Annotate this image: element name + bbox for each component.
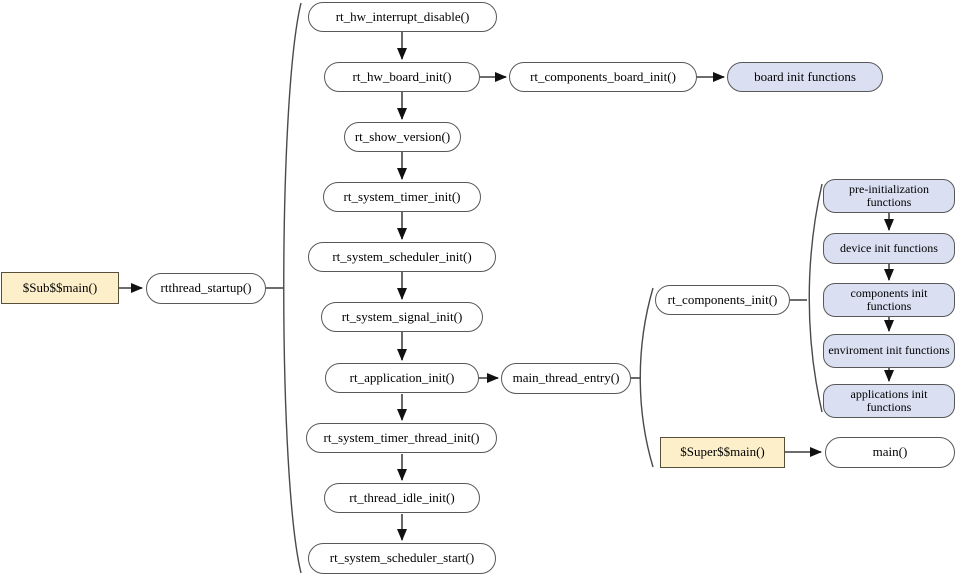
node-rt-show-version-label: rt_show_version(): [354, 128, 451, 144]
node-components-init-functions-label: components init functions: [850, 285, 928, 313]
node-board-init-functions-label: board init functions: [754, 68, 856, 84]
node-main: main(): [825, 437, 955, 468]
node-rt-components-board-init-label: rt_components_board_init(): [530, 68, 676, 84]
node-rt-application-init: rt_application_init(): [325, 363, 479, 393]
node-rt-system-timer-thread-init-label: rt_system_timer_thread_init(): [323, 429, 480, 445]
node-sub-main-label: $Sub$$main(): [22, 279, 98, 295]
node-main-thread-entry-label: main_thread_entry(): [512, 370, 620, 386]
brace-componentsinit-group: [808, 183, 823, 413]
node-super-main: $Super$$main(): [660, 437, 785, 468]
node-main-thread-entry: main_thread_entry(): [501, 363, 631, 394]
node-rt-system-scheduler-start-label: rt_system_scheduler_start(): [329, 550, 475, 566]
brace-startup-group: [283, 2, 302, 574]
node-rtthread-startup: rtthread_startup(): [146, 273, 266, 304]
brace-mainthread-group: [639, 287, 654, 468]
node-applications-init-functions-label: applications init functions: [850, 386, 928, 414]
node-rtthread-startup-label: rtthread_startup(): [160, 280, 252, 296]
node-rt-show-version: rt_show_version(): [344, 122, 461, 152]
node-main-label: main(): [872, 444, 908, 460]
node-pre-initialization-functions: pre-initialization functions: [823, 179, 955, 213]
node-rt-thread-idle-init-label: rt_thread_idle_init(): [349, 489, 455, 505]
node-rt-system-scheduler-start: rt_system_scheduler_start(): [308, 543, 496, 574]
node-enviroment-init-functions: enviroment init functions: [823, 334, 955, 368]
node-rt-application-init-label: rt_application_init(): [349, 369, 455, 385]
node-applications-init-functions: applications init functions: [823, 384, 955, 418]
node-rt-hw-interrupt-disable: rt_hw_interrupt_disable(): [308, 2, 497, 32]
node-rt-hw-interrupt-disable-label: rt_hw_interrupt_disable(): [335, 8, 470, 24]
node-rt-system-timer-thread-init: rt_system_timer_thread_init(): [306, 423, 497, 453]
node-board-init-functions: board init functions: [727, 62, 883, 92]
node-components-init-functions: components init functions: [823, 283, 955, 317]
node-rt-system-timer-init: rt_system_timer_init(): [323, 182, 481, 212]
node-device-init-functions: device init functions: [823, 233, 955, 264]
node-rt-hw-board-init-label: rt_hw_board_init(): [352, 68, 452, 84]
node-rt-system-signal-init: rt_system_signal_init(): [321, 302, 483, 332]
node-rt-system-scheduler-init-label: rt_system_scheduler_init(): [332, 248, 472, 264]
node-pre-initialization-functions-label: pre-initialization functions: [849, 181, 929, 209]
node-rt-components-init: rt_components_init(): [655, 285, 790, 315]
node-enviroment-init-functions-label: enviroment init functions: [828, 343, 950, 358]
node-rt-components-board-init: rt_components_board_init(): [509, 62, 697, 92]
node-device-init-functions-label: device init functions: [840, 240, 938, 255]
node-super-main-label: $Super$$main(): [680, 444, 765, 460]
node-rt-system-timer-init-label: rt_system_timer_init(): [343, 188, 461, 204]
node-rt-thread-idle-init: rt_thread_idle_init(): [324, 483, 480, 513]
node-sub-main: $Sub$$main(): [1, 272, 119, 304]
node-rt-hw-board-init: rt_hw_board_init(): [324, 62, 480, 92]
node-rt-system-signal-init-label: rt_system_signal_init(): [341, 308, 463, 324]
node-rt-system-scheduler-init: rt_system_scheduler_init(): [308, 242, 496, 272]
node-rt-components-init-label: rt_components_init(): [667, 291, 778, 307]
